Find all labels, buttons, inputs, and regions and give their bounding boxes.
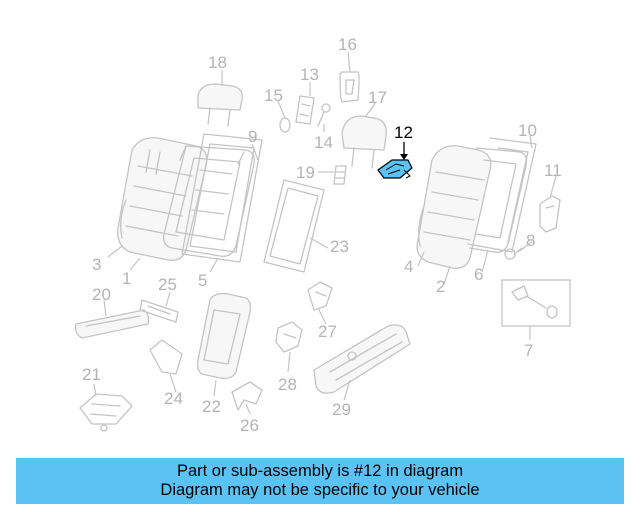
callout-29: 29 bbox=[332, 400, 351, 419]
callout-14: 14 bbox=[314, 133, 333, 152]
callout-15: 15 bbox=[264, 86, 283, 105]
part-17-headrest-right bbox=[341, 115, 387, 169]
part-10-back-panel-right bbox=[467, 137, 537, 253]
callout-11: 11 bbox=[544, 161, 562, 180]
callout-6: 6 bbox=[474, 265, 483, 284]
part-18-headrest-left bbox=[197, 83, 243, 127]
part-24-cover bbox=[149, 339, 183, 375]
part-22-armrest-frame bbox=[196, 292, 252, 380]
part-28-hinge bbox=[275, 321, 303, 353]
callout-19: 19 bbox=[296, 163, 315, 182]
callout-20: 20 bbox=[92, 285, 111, 304]
part-11-trim bbox=[539, 195, 561, 233]
part-7-hardware-kit bbox=[501, 279, 571, 327]
part-29-rail bbox=[313, 324, 411, 394]
banner-line-disclaimer: Diagram may not be specific to your vehi… bbox=[160, 481, 480, 499]
callout-9: 9 bbox=[248, 127, 257, 146]
callout-27: 27 bbox=[318, 322, 337, 341]
part-14-screw bbox=[317, 103, 331, 127]
callout-7: 7 bbox=[524, 341, 533, 360]
callout-26: 26 bbox=[240, 416, 259, 435]
callout-1: 1 bbox=[122, 269, 131, 288]
callout-17: 17 bbox=[368, 88, 387, 107]
part-6-seatback-frame-right bbox=[469, 147, 528, 253]
callout-18: 18 bbox=[208, 53, 227, 72]
callout-12-highlighted: 12 bbox=[394, 123, 413, 142]
part-12-highlighted-bracket[interactable] bbox=[377, 159, 413, 179]
part-23-board bbox=[263, 179, 325, 273]
part-19-guide bbox=[333, 165, 347, 185]
leader-lines bbox=[93, 51, 557, 415]
part-27-hinge-cover bbox=[307, 281, 333, 311]
callout-22: 22 bbox=[202, 397, 221, 416]
callout-25: 25 bbox=[158, 275, 177, 294]
part-25-strip bbox=[139, 299, 179, 323]
callout-24: 24 bbox=[164, 389, 183, 408]
callout-4: 4 bbox=[404, 257, 413, 276]
callout-5: 5 bbox=[198, 271, 207, 290]
part-20-cushion bbox=[74, 309, 150, 339]
part-26-bracket bbox=[231, 381, 263, 411]
part-2-seatback-cover-right bbox=[416, 145, 492, 269]
callout-28: 28 bbox=[278, 375, 297, 394]
callout-2: 2 bbox=[436, 277, 445, 296]
callout-23: 23 bbox=[330, 237, 349, 256]
part-13-bracket bbox=[295, 95, 315, 125]
part-info-banner: Part or sub-assembly is #12 in diagram D… bbox=[16, 458, 624, 504]
callout-21: 21 bbox=[82, 365, 101, 384]
callout-10: 10 bbox=[518, 121, 537, 140]
part-16-cap bbox=[339, 71, 360, 103]
part-1-seatback-cover-left bbox=[117, 137, 208, 261]
parts-diagram: 1 2 3 4 5 6 7 8 9 10 11 12 13 14 15 16 1… bbox=[74, 35, 571, 435]
part-8-clip bbox=[504, 247, 523, 260]
callout-3: 3 bbox=[92, 255, 101, 274]
part-9-back-panel bbox=[181, 133, 263, 263]
callout-16: 16 bbox=[338, 35, 357, 54]
part-21-latch bbox=[79, 393, 133, 432]
callout-labels: 1 2 3 4 5 6 7 8 9 10 11 12 13 14 15 16 1… bbox=[82, 35, 562, 435]
callout-13: 13 bbox=[300, 65, 319, 84]
part-15-washer bbox=[279, 117, 291, 133]
banner-line-part-number: Part or sub-assembly is #12 in diagram bbox=[176, 462, 464, 480]
callout-8: 8 bbox=[526, 231, 535, 250]
